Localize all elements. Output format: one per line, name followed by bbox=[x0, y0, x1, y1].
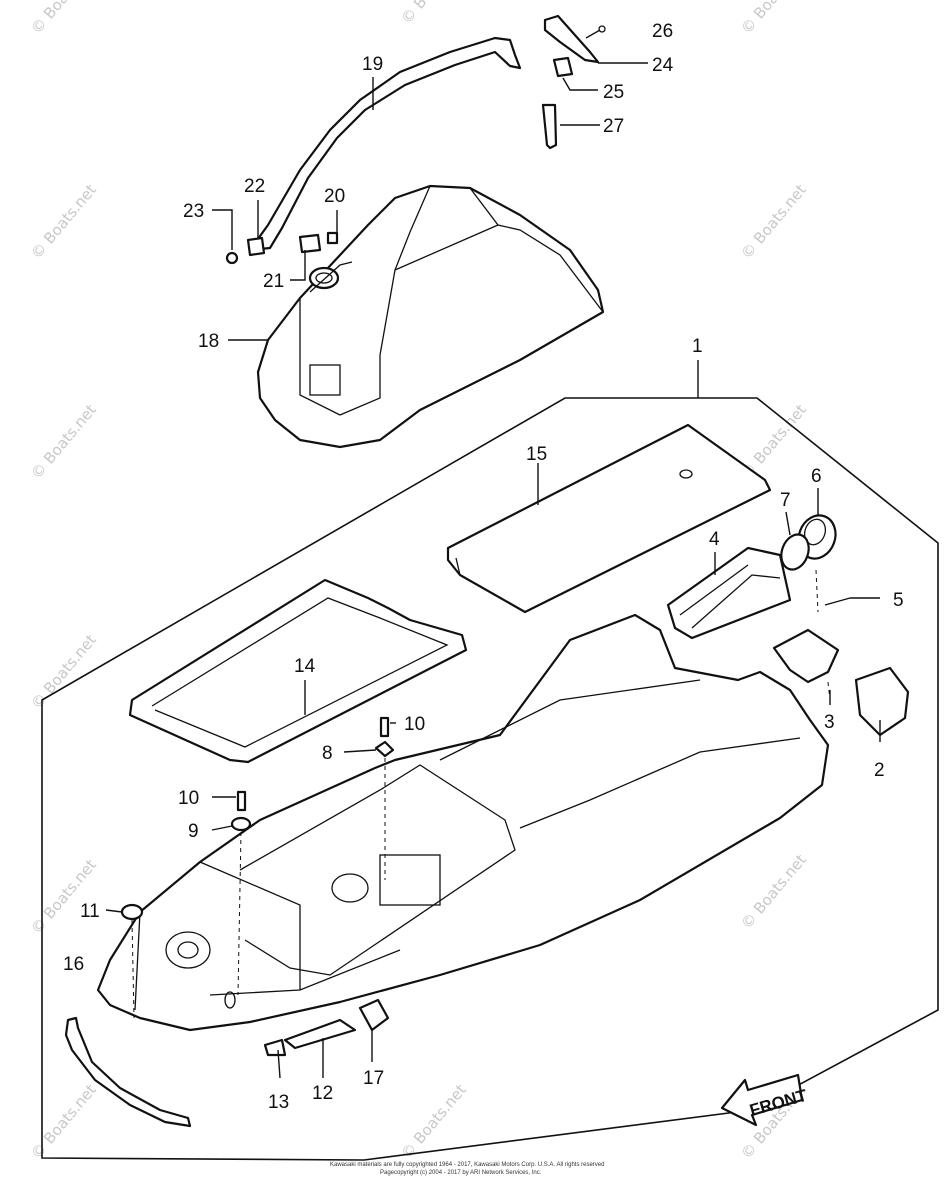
copyright-line-2: Pagecopyright (c) 2004 - 2017 by ARI Net… bbox=[380, 1170, 542, 1176]
hardware-parts-24-27 bbox=[541, 14, 606, 150]
callout-18: 18 bbox=[198, 331, 219, 352]
watermark-5: © Boats.net bbox=[737, 181, 810, 263]
seat-pad-part-15 bbox=[446, 423, 772, 614]
hood-part-18 bbox=[256, 184, 605, 449]
watermark-2: © Boats.net bbox=[397, 0, 470, 28]
guide-dashed-11 bbox=[131, 919, 135, 1019]
callout-16: 16 bbox=[63, 954, 84, 975]
callout-26: 26 bbox=[652, 21, 673, 42]
watermark-11: © Boats.net bbox=[27, 1081, 100, 1163]
callout-21: 21 bbox=[263, 271, 284, 292]
bolts-8-11 bbox=[120, 716, 395, 921]
strap-part-19 bbox=[248, 36, 522, 252]
fittings-12-13-17 bbox=[263, 998, 390, 1057]
cap-parts-6-7 bbox=[780, 514, 837, 571]
bracket-part-4 bbox=[666, 546, 792, 640]
callout-25: 25 bbox=[603, 82, 624, 103]
fasteners-20-23 bbox=[225, 231, 339, 265]
watermark-4: © Boats.net bbox=[27, 181, 100, 263]
watermark-9: © Boats.net bbox=[737, 851, 810, 933]
callout-2: 2 bbox=[874, 760, 885, 781]
callout-8: 8 bbox=[322, 743, 333, 764]
watermark-1: © Boats.net bbox=[27, 0, 100, 38]
callout-15: 15 bbox=[526, 444, 547, 465]
callout-7: 7 bbox=[780, 490, 791, 511]
watermark-10: © Boats.net bbox=[27, 856, 100, 938]
callout-numbers: 1 2 3 4 5 6 7 8 9 10 10 11 12 13 14 15 1… bbox=[63, 21, 904, 1113]
guide-dashed-3 bbox=[827, 681, 831, 701]
callout-4: 4 bbox=[709, 529, 720, 550]
copyright: Kawasaki materials are fully copyrighted… bbox=[330, 1162, 604, 1176]
callout-3: 3 bbox=[824, 712, 835, 733]
guide-dashed-9 bbox=[237, 831, 242, 996]
watermark-3: © Boats.net bbox=[737, 0, 810, 38]
callout-22: 22 bbox=[244, 176, 265, 197]
callout-1: 1 bbox=[692, 336, 703, 357]
callout-14: 14 bbox=[294, 656, 316, 677]
pin-part-5 bbox=[824, 597, 851, 606]
watermark-8: © Boats.net bbox=[27, 631, 100, 713]
callout-27: 27 bbox=[603, 116, 624, 137]
callout-13: 13 bbox=[268, 1092, 289, 1113]
callout-10a: 10 bbox=[404, 714, 425, 735]
cover-parts-2-3 bbox=[772, 628, 910, 737]
rail-part-16 bbox=[64, 1016, 192, 1128]
callout-10b: 10 bbox=[178, 788, 199, 809]
callout-9: 9 bbox=[188, 821, 199, 842]
callout-11: 11 bbox=[80, 901, 100, 922]
guide-dashed-5 bbox=[815, 569, 819, 613]
callout-23: 23 bbox=[183, 201, 204, 222]
callout-5: 5 bbox=[893, 590, 904, 611]
callout-6: 6 bbox=[811, 466, 822, 487]
callout-17: 17 bbox=[363, 1068, 384, 1089]
leader-lines bbox=[105, 62, 881, 1079]
gasket-part-14 bbox=[128, 578, 468, 764]
callout-12: 12 bbox=[312, 1083, 333, 1104]
callout-19: 19 bbox=[362, 54, 383, 75]
watermark-6: © Boats.net bbox=[27, 401, 100, 483]
copyright-line-1: Kawasaki materials are fully copyrighted… bbox=[330, 1162, 604, 1168]
callout-24: 24 bbox=[652, 55, 674, 76]
hull-part-1 bbox=[96, 613, 830, 1032]
callout-20: 20 bbox=[324, 186, 345, 207]
